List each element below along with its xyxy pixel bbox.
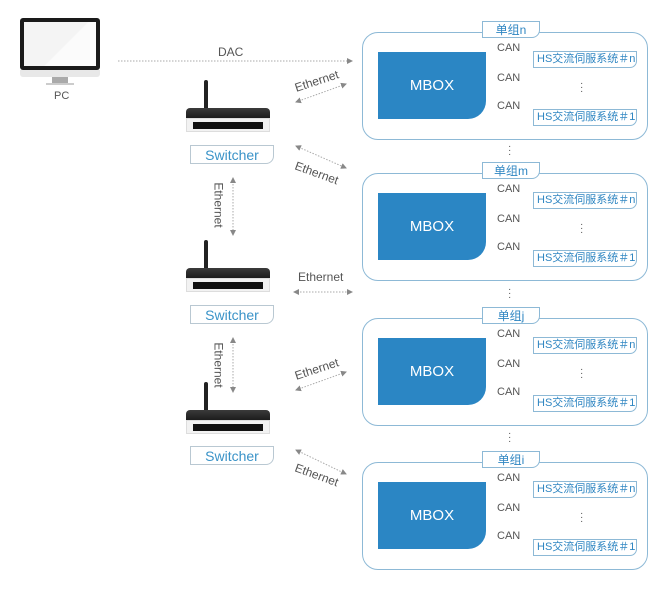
switcher-label: Switcher xyxy=(190,145,274,164)
can-label: CAN xyxy=(497,502,521,514)
router-icon[interactable] xyxy=(186,240,276,300)
mbox-block[interactable]: MBOX xyxy=(378,482,486,549)
servo-system-bottom[interactable]: HS交流伺服系统＃1 xyxy=(533,109,637,126)
ellipsis-icon: ··· xyxy=(508,284,512,303)
group-tab: 单组i xyxy=(482,451,540,468)
servo-system-bottom[interactable]: HS交流伺服系统＃1 xyxy=(533,250,637,267)
can-label: CAN xyxy=(497,472,521,484)
ethernet-link-sw3-grp-i xyxy=(295,449,347,475)
can-label: CAN xyxy=(497,530,521,542)
ethernet-label: Ethernet xyxy=(211,342,226,388)
can-label: CAN xyxy=(497,72,521,84)
ellipsis-icon: ··· xyxy=(580,219,584,238)
can-label: CAN xyxy=(497,386,521,398)
ethernet-link-sw1-grp-m xyxy=(295,145,347,169)
can-label: CAN xyxy=(497,100,521,112)
router-icon[interactable] xyxy=(186,382,276,442)
switcher-label: Switcher xyxy=(190,305,274,324)
router-icon[interactable] xyxy=(186,80,276,140)
ethernet-label: Ethernet xyxy=(298,270,344,284)
switcher-label: Switcher xyxy=(190,446,274,465)
can-label: CAN xyxy=(497,358,521,370)
mbox-block[interactable]: MBOX xyxy=(378,52,486,119)
servo-system-top[interactable]: HS交流伺服系统＃n xyxy=(533,192,637,209)
ellipsis-icon: ··· xyxy=(580,508,584,527)
ellipsis-icon: ··· xyxy=(508,428,512,447)
mbox-block[interactable]: MBOX xyxy=(378,193,486,260)
group-tab: 单组m xyxy=(482,162,540,179)
ellipsis-icon: ··· xyxy=(580,78,584,97)
can-label: CAN xyxy=(497,328,521,340)
can-label: CAN xyxy=(497,183,521,195)
can-label: CAN xyxy=(497,241,521,253)
desktop-monitor-icon xyxy=(20,18,100,70)
group-tab: 单组n xyxy=(482,21,540,38)
servo-system-top[interactable]: HS交流伺服系统＃n xyxy=(533,337,637,354)
can-label: CAN xyxy=(497,42,521,54)
ellipsis-icon: ··· xyxy=(508,141,512,160)
servo-system-top[interactable]: HS交流伺服系统＃n xyxy=(533,481,637,498)
can-label: CAN xyxy=(497,213,521,225)
servo-system-top[interactable]: HS交流伺服系统＃n xyxy=(533,51,637,68)
group-tab: 单组j xyxy=(482,307,540,324)
servo-system-bottom[interactable]: HS交流伺服系统＃1 xyxy=(533,395,637,412)
pc-label: PC xyxy=(54,90,70,102)
servo-system-bottom[interactable]: HS交流伺服系统＃1 xyxy=(533,539,637,556)
ethernet-label: Ethernet xyxy=(211,182,226,228)
mbox-block[interactable]: MBOX xyxy=(378,338,486,405)
dac-label: DAC xyxy=(218,45,244,59)
ellipsis-icon: ··· xyxy=(580,364,584,383)
